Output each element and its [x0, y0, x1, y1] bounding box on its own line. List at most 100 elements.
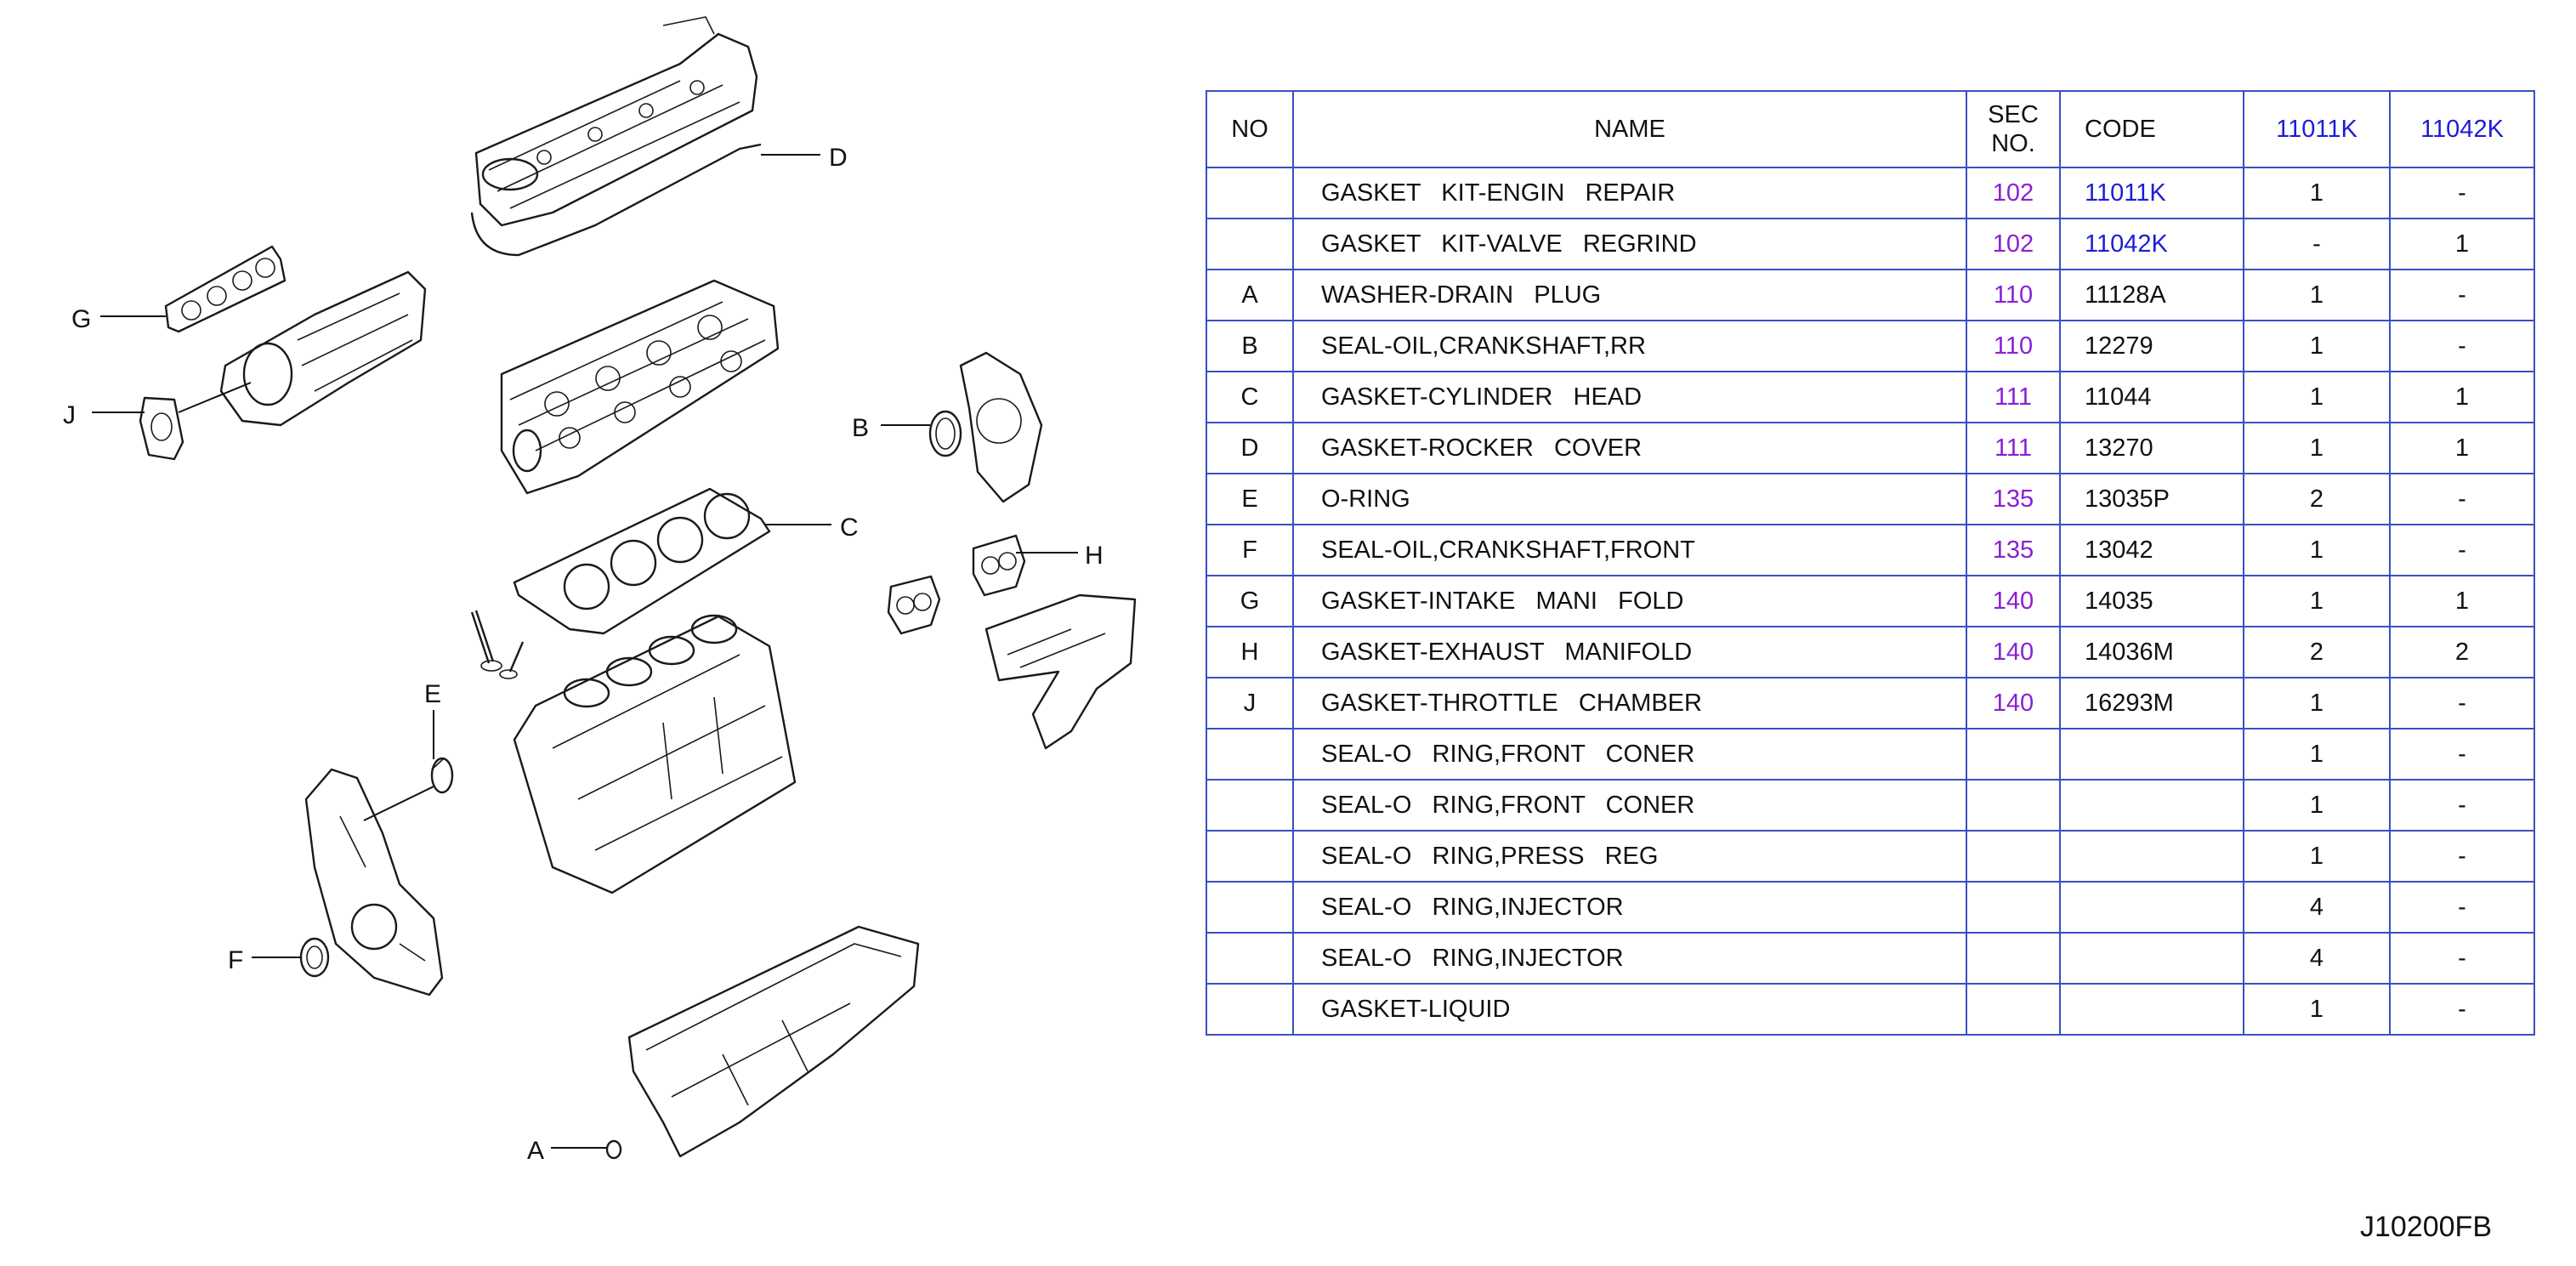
row-qty-11011k-cell: 1 — [2243, 677, 2391, 730]
row-no-cell — [1206, 830, 1294, 883]
header-kit-11011k[interactable]: 11011K — [2243, 90, 2391, 168]
row-no-cell: A — [1206, 269, 1294, 321]
cylinder-head-gasket-part[interactable] — [513, 487, 771, 635]
row-sec-no-link — [1966, 728, 2061, 781]
row-sec-no-link[interactable]: 135 — [1966, 524, 2061, 576]
row-qty-11011k-cell: 4 — [2243, 932, 2391, 985]
row-code-cell — [2059, 779, 2244, 832]
row-qty-11011k-cell: 1 — [2243, 371, 2391, 423]
row-code-cell: 16293M — [2059, 677, 2244, 730]
row-no-cell — [1206, 779, 1294, 832]
throttle-chamber-gasket-part[interactable] — [139, 396, 184, 461]
callout-label-c: C — [840, 514, 859, 542]
callout-label-h: H — [1085, 542, 1104, 570]
row-sec-no-link[interactable]: 111 — [1966, 371, 2061, 423]
row-qty-11011k-cell: 1 — [2243, 983, 2391, 1036]
row-qty-11011k-cell: 1 — [2243, 779, 2391, 832]
header-name: NAME — [1292, 90, 1967, 168]
row-sec-no-link — [1966, 881, 2061, 934]
row-code-cell: 14036M — [2059, 626, 2244, 678]
callout-label-f: F — [228, 946, 243, 974]
row-name-cell: GASKET-LIQUID — [1292, 983, 1967, 1036]
row-code-cell — [2059, 830, 2244, 883]
row-name-cell: GASKET KIT-VALVE REGRIND — [1292, 218, 1967, 270]
row-sec-no-link[interactable]: 111 — [1966, 422, 2061, 474]
drain-washer-part[interactable] — [605, 1139, 622, 1160]
row-qty-11042k-cell: - — [2389, 473, 2535, 525]
row-no-cell: F — [1206, 524, 1294, 576]
row-qty-11011k-cell: 2 — [2243, 473, 2391, 525]
row-code-cell: 12279 — [2059, 320, 2244, 372]
row-qty-11011k-cell: 1 — [2243, 728, 2391, 781]
row-qty-11011k-cell: 2 — [2243, 626, 2391, 678]
row-qty-11042k-cell: - — [2389, 830, 2535, 883]
row-code-cell: 13270 — [2059, 422, 2244, 474]
row-no-cell — [1206, 167, 1294, 219]
row-sec-no-link[interactable]: 140 — [1966, 626, 2061, 678]
row-sec-no-link — [1966, 779, 2061, 832]
row-code-cell: 13042 — [2059, 524, 2244, 576]
row-sec-no-link[interactable]: 110 — [1966, 320, 2061, 372]
row-qty-11042k-cell: - — [2389, 881, 2535, 934]
row-sec-no-link[interactable]: 140 — [1966, 677, 2061, 730]
row-qty-11042k-cell: - — [2389, 983, 2535, 1036]
row-sec-no-link — [1966, 983, 2061, 1036]
row-name-cell: WASHER-DRAIN PLUG — [1292, 269, 1967, 321]
table-row[interactable]: GASKET-LIQUID 1- — [1206, 983, 2535, 1036]
callout-label-e: E — [424, 680, 441, 708]
row-name-cell: SEAL-O RING,INJECTOR — [1292, 932, 1967, 985]
front-oil-seal-part[interactable] — [299, 937, 330, 978]
row-no-cell — [1206, 881, 1294, 934]
oil-pan-part — [627, 925, 920, 1158]
row-sec-no-link[interactable]: 135 — [1966, 473, 2061, 525]
row-sec-no-link[interactable]: 140 — [1966, 575, 2061, 627]
row-sec-no-link[interactable]: 102 — [1966, 218, 2061, 270]
rear-oil-seal-part[interactable] — [928, 351, 1043, 503]
row-qty-11042k-cell: 1 — [2389, 371, 2535, 423]
row-sec-no-link[interactable]: 110 — [1966, 269, 2061, 321]
row-no-cell: B — [1206, 320, 1294, 372]
row-no-cell — [1206, 218, 1294, 270]
o-ring-part[interactable] — [430, 757, 454, 794]
front-cover-part — [304, 768, 444, 996]
row-qty-11042k-cell: 1 — [2389, 575, 2535, 627]
row-code-cell: 11044 — [2059, 371, 2244, 423]
rocker-cover-part[interactable] — [470, 16, 762, 257]
row-qty-11011k-cell: 1 — [2243, 269, 2391, 321]
row-code-cell[interactable]: 11042K — [2059, 218, 2244, 270]
intake-manifold-part — [219, 270, 427, 427]
row-no-cell: D — [1206, 422, 1294, 474]
header-kit-11042k[interactable]: 11042K — [2389, 90, 2535, 168]
row-sec-no-link[interactable]: 102 — [1966, 167, 2061, 219]
callout-label-a: A — [527, 1137, 544, 1165]
row-qty-11042k-cell: - — [2389, 167, 2535, 219]
row-sec-no-link — [1966, 830, 2061, 883]
table-header-row: NO NAME SEC NO. CODE 11011K 11042K — [1206, 90, 2535, 168]
exhaust-manifold-gasket-part[interactable] — [887, 534, 1137, 750]
row-code-cell[interactable]: 11011K — [2059, 167, 2244, 219]
row-qty-11011k-cell: 1 — [2243, 167, 2391, 219]
row-qty-11011k-cell: - — [2243, 218, 2391, 270]
row-name-cell: SEAL-OIL,CRANKSHAFT,FRONT — [1292, 524, 1967, 576]
intake-manifold-gasket-part[interactable] — [164, 245, 287, 333]
row-name-cell: SEAL-O RING,INJECTOR — [1292, 881, 1967, 934]
row-code-cell — [2059, 932, 2244, 985]
row-name-cell: GASKET KIT-ENGIN REPAIR — [1292, 167, 1967, 219]
